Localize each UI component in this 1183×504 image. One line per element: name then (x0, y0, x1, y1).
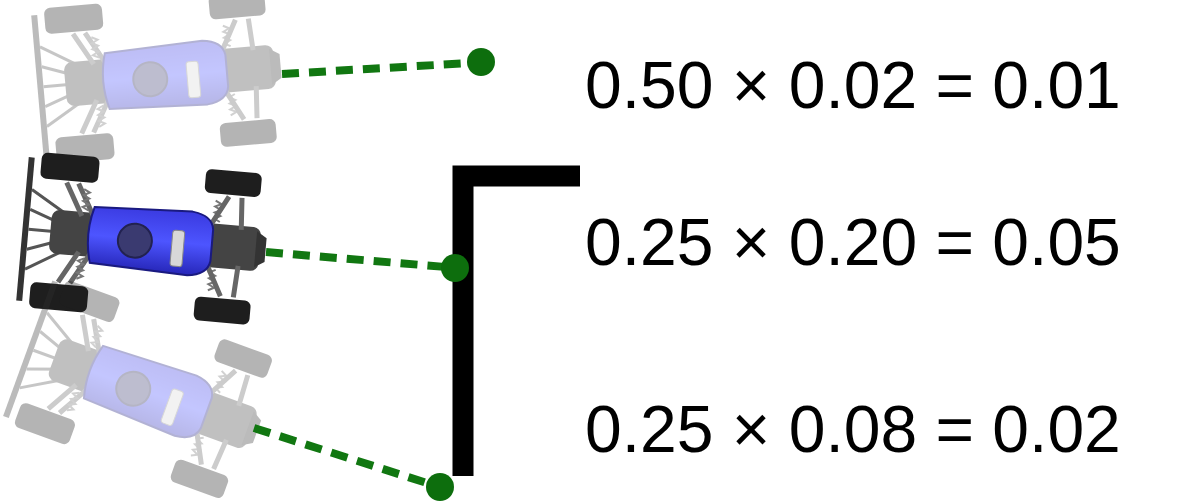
wall (463, 176, 580, 476)
rc-car (16, 151, 273, 328)
equation-label: 0.25 × 0.08 = 0.02 (585, 396, 1121, 462)
hit-point (467, 48, 495, 76)
equation-label: 0.25 × 0.20 = 0.05 (585, 209, 1121, 275)
equation-label: 0.50 × 0.02 = 0.01 (585, 52, 1121, 118)
sensor-ray (266, 252, 446, 267)
sensor-ray (282, 63, 470, 74)
faded-car (31, 0, 288, 165)
hit-point (441, 254, 469, 282)
faded-car (1, 275, 284, 504)
hit-point (426, 473, 454, 501)
sensor-ray (254, 428, 430, 484)
